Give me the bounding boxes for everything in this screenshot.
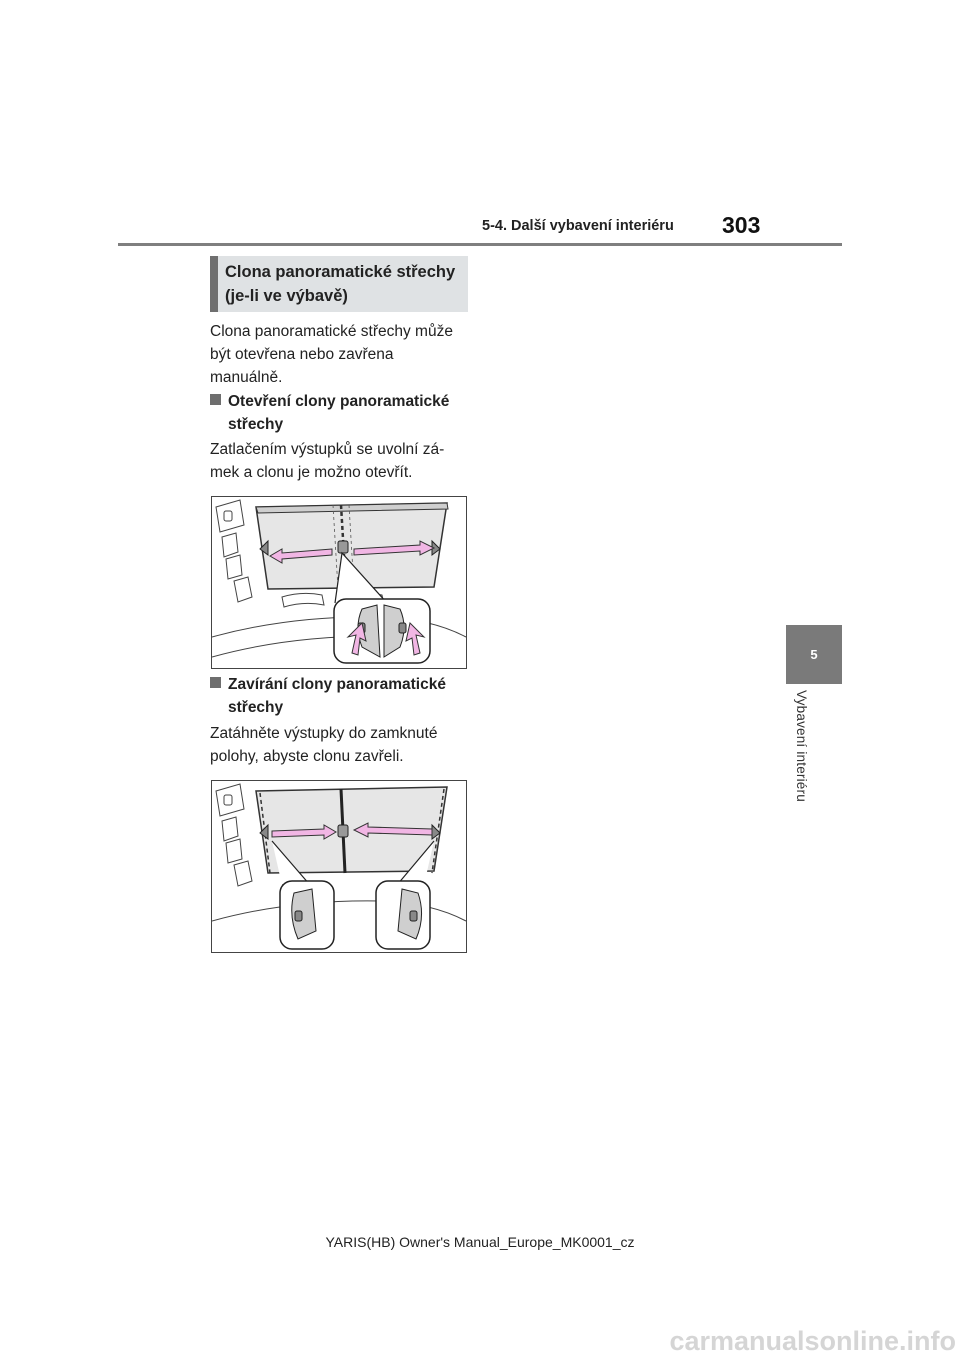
- subheading-close: Zavírání clony panoramatické střechy: [210, 673, 472, 719]
- close-text-line: polohy, abyste clonu zavřeli.: [210, 748, 404, 765]
- open-paragraph: Zatlačením výstupků se uvolní zá- mek a …: [210, 438, 472, 484]
- section-heading-line2: (je-li ve výbavě): [225, 287, 348, 305]
- page-number: 303: [722, 212, 761, 238]
- intro-line: Clona panoramatické střechy může: [210, 323, 453, 340]
- intro-line: být otevřena nebo zavřena: [210, 346, 394, 363]
- open-text-line: mek a clonu je možno otevřít.: [210, 464, 413, 481]
- close-paragraph: Zatáhněte výstupky do zamknuté polohy, a…: [210, 722, 472, 768]
- subheading-open-line2: střechy: [228, 416, 284, 433]
- watermark-text: carmanualsonline.info: [669, 1326, 956, 1356]
- subheading-close-line1: Zavírání clony panoramatické: [228, 676, 446, 693]
- open-text-line: Zatlačením výstupků se uvolní zá-: [210, 441, 445, 458]
- figure-open-shade: [211, 496, 467, 669]
- watermark-logo: carmanualsonline.info: [586, 1320, 960, 1358]
- section-title: 5-4. Další vybavení interiéru: [482, 218, 674, 234]
- close-text-line: Zatáhněte výstupky do zamknuté: [210, 725, 438, 742]
- section-heading: Clona panoramatické střechy (je-li ve vý…: [210, 256, 468, 312]
- square-bullet-icon: [210, 677, 221, 688]
- footer-text: YARIS(HB) Owner's Manual_Europe_MK0001_c…: [325, 1234, 635, 1250]
- square-bullet-icon: [210, 394, 221, 405]
- header-rule: [118, 243, 842, 246]
- section-heading-line1: Clona panoramatické střechy: [225, 263, 456, 281]
- chapter-tab[interactable]: 5: [786, 625, 842, 684]
- subheading-close-line2: střechy: [228, 699, 284, 716]
- intro-paragraph: Clona panoramatické střechy může být ote…: [210, 320, 472, 389]
- figure-close-shade: [211, 780, 467, 953]
- subheading-open-line1: Otevření clony panoramatické: [228, 393, 450, 410]
- open-shade-illustration: [212, 499, 466, 664]
- close-shade-illustration: [212, 783, 466, 950]
- chapter-tab-number: 5: [810, 647, 818, 662]
- chapter-side-label: Vybavení interiéru: [794, 690, 809, 802]
- intro-line: manuálně.: [210, 369, 283, 386]
- subheading-open: Otevření clony panoramatické střechy: [210, 390, 472, 436]
